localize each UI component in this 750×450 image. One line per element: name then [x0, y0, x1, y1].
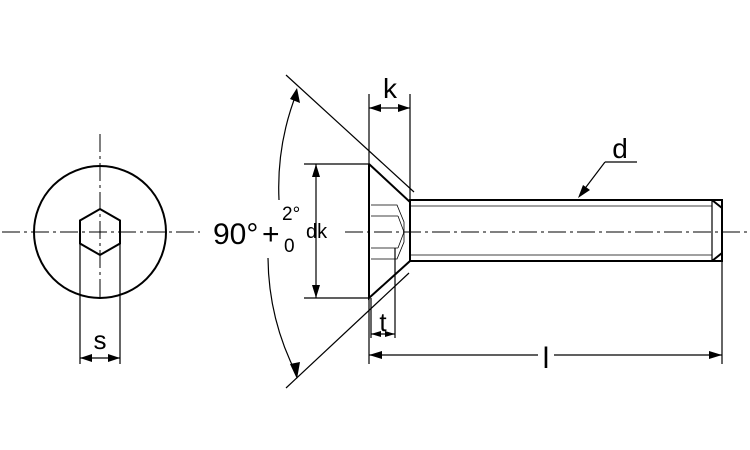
s-arrow-left	[80, 354, 92, 362]
s-arrow-right	[108, 354, 120, 362]
k-label: k	[383, 73, 398, 104]
l-arrow-left	[369, 351, 382, 359]
d-label: d	[612, 133, 628, 164]
k-arrow-left	[369, 104, 381, 112]
dk-arrow-lower	[312, 285, 320, 298]
s-label: s	[94, 325, 107, 355]
shank-chamfer-top	[711, 199, 723, 209]
shank-chamfer-bottom	[711, 252, 723, 262]
angle-arc	[278, 91, 298, 201]
d-arrow	[578, 185, 590, 198]
dk-arrow-upper	[312, 164, 320, 177]
angle-plus-sign: +	[262, 218, 280, 251]
dk-label: dk	[306, 221, 328, 243]
t-dimension: t	[370, 248, 396, 338]
angle-arrow-lower	[290, 362, 300, 379]
t-arrow-right	[385, 331, 395, 337]
t-arrow-left	[371, 331, 381, 337]
l-dimension: l	[368, 261, 723, 375]
angle-arrow-upper	[290, 88, 300, 103]
angle-dimension: 90° + 2° 0	[213, 74, 415, 389]
socket-hidden-3	[397, 215, 405, 233]
k-arrow-right	[398, 104, 410, 112]
t-label: t	[379, 307, 387, 337]
l-label: l	[543, 342, 550, 375]
l-arrow-right	[709, 351, 722, 359]
d-dimension: d	[578, 133, 637, 198]
end-view: s	[2, 134, 200, 364]
side-view	[345, 163, 748, 301]
angle-extension-lower	[285, 272, 410, 389]
dk-dimension: dk	[304, 163, 369, 299]
angle-arc-lower	[267, 257, 298, 376]
angle-tolerance-upper: 2°	[282, 204, 300, 225]
k-dimension: k	[368, 73, 411, 200]
socket-hidden-4	[397, 231, 405, 249]
angle-extension-upper	[285, 74, 415, 193]
shank-outline	[409, 199, 723, 262]
angle-tolerance-lower: 0	[284, 236, 295, 257]
l-label-gap	[538, 340, 554, 370]
angle-label: 90°	[213, 218, 258, 251]
